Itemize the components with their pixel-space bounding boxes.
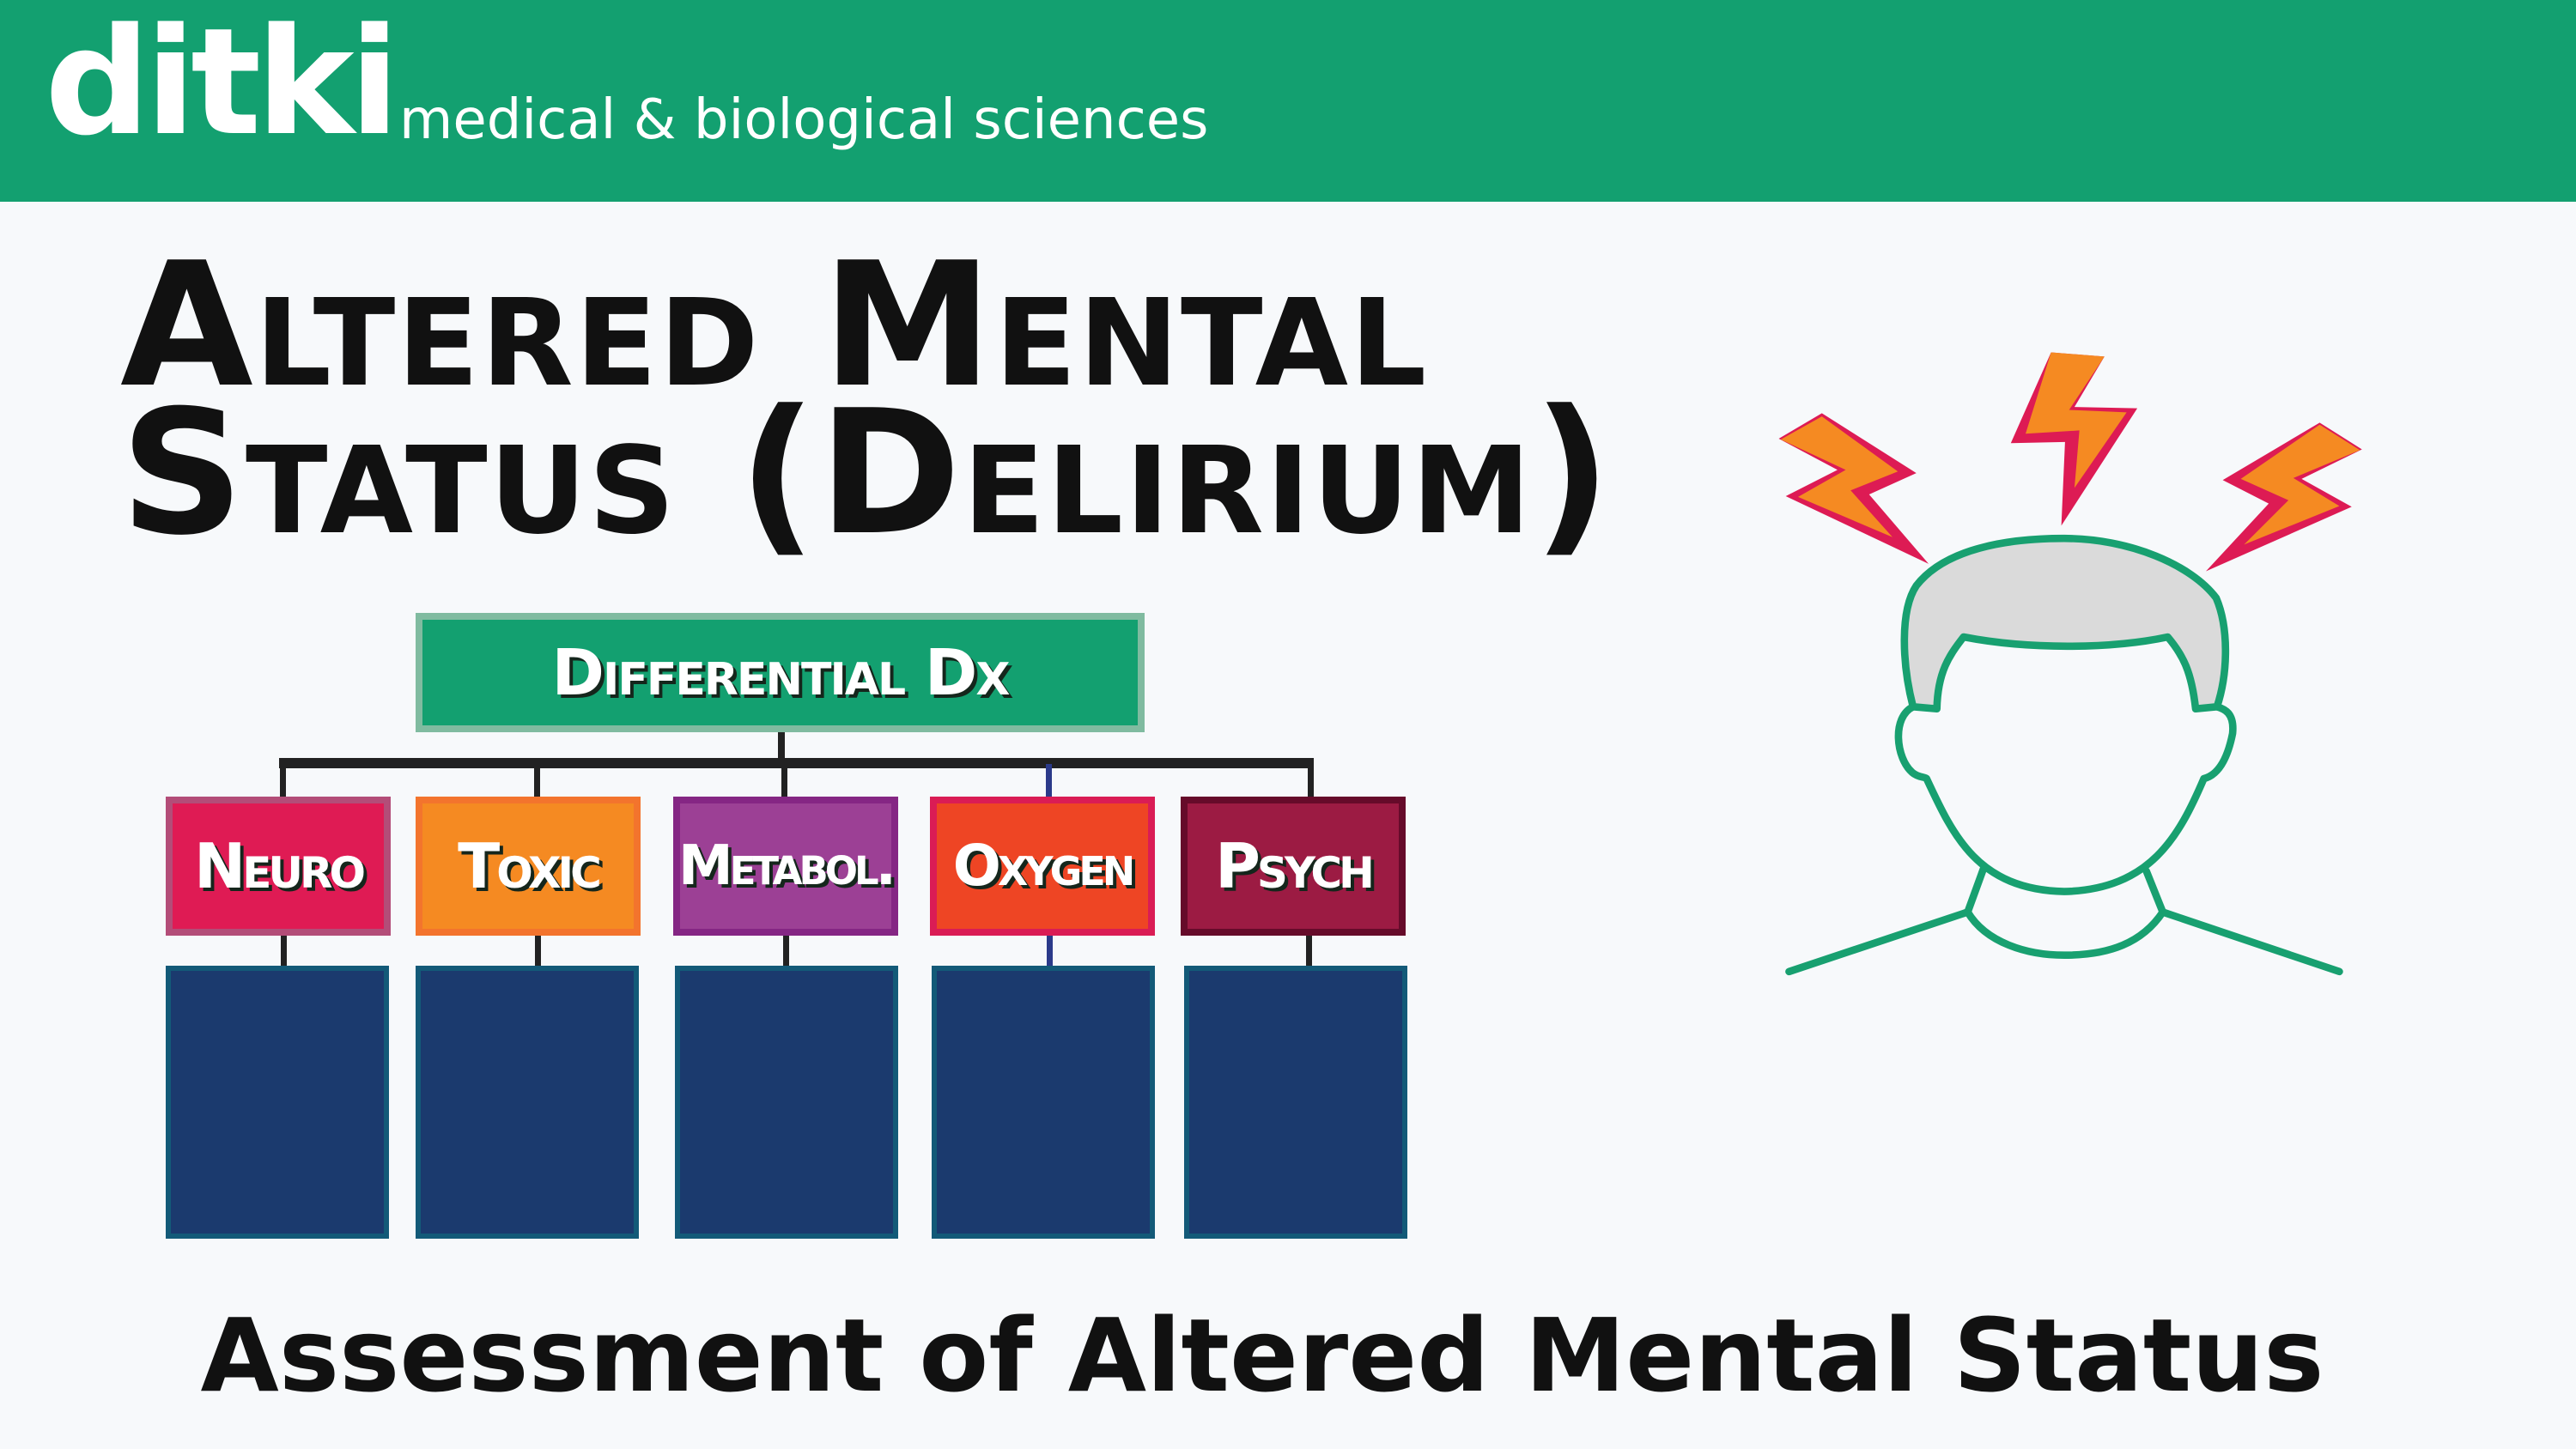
- category-label: Oxygen: [952, 833, 1136, 899]
- category-label: Metabol.: [678, 834, 896, 898]
- neck-outline: [1964, 863, 2167, 916]
- category-psych: Psych: [1181, 797, 1406, 936]
- category-label: Psych: [1215, 830, 1375, 902]
- page-title-line2: Status (Delirium): [120, 373, 1613, 573]
- connector-oxygen-lower: [1047, 936, 1053, 968]
- hair-shape: [1900, 534, 2230, 713]
- detail-box-oxygen: [932, 966, 1155, 1239]
- connector-horizontal: [279, 758, 1314, 768]
- connector-psych: [1308, 764, 1314, 798]
- category-oxygen: Oxygen: [930, 797, 1155, 936]
- face-outline: [1894, 703, 2237, 895]
- category-toxic: Toxic: [416, 797, 641, 936]
- detail-box-psych: [1184, 966, 1407, 1239]
- ditki-logo: ditki: [45, 0, 400, 168]
- connector-oxygen: [1046, 764, 1052, 798]
- connector-neuro: [280, 764, 286, 798]
- differential-dx-box: Differential Dx: [416, 613, 1145, 732]
- category-label: Toxic: [458, 830, 602, 902]
- connector-metabol: [781, 764, 787, 798]
- connector-root: [778, 732, 785, 767]
- lightning-bolt-left-icon: [1778, 413, 1929, 564]
- shoulders-outline: [1785, 908, 2343, 976]
- connector-metabol-lower: [783, 936, 789, 968]
- head-with-lightning-bolts-icon: [1778, 352, 2362, 976]
- connector-neuro-lower: [281, 936, 287, 968]
- connector-toxic: [534, 764, 540, 798]
- connector-psych-lower: [1306, 936, 1312, 968]
- category-metabol: Metabol.: [673, 797, 898, 936]
- detail-box-toxic: [416, 966, 639, 1239]
- page-title-line1: Altered Mental: [120, 226, 1429, 426]
- connector-toxic-lower: [535, 936, 541, 968]
- subtitle: Assessment of Altered Mental Status: [200, 1296, 2324, 1415]
- detail-box-metabol: [675, 966, 898, 1239]
- detail-box-neuro: [166, 966, 389, 1239]
- differential-dx-label: Differential Dx: [551, 635, 1011, 710]
- category-label: Neuro: [193, 830, 366, 902]
- category-neuro: Neuro: [166, 797, 391, 936]
- tagline: medical & biological sciences: [399, 88, 1209, 152]
- header-bar: ditki medical & biological sciences: [0, 0, 2576, 202]
- lightning-bolt-center-icon: [2010, 352, 2138, 526]
- lightning-bolt-right-icon: [2205, 422, 2362, 572]
